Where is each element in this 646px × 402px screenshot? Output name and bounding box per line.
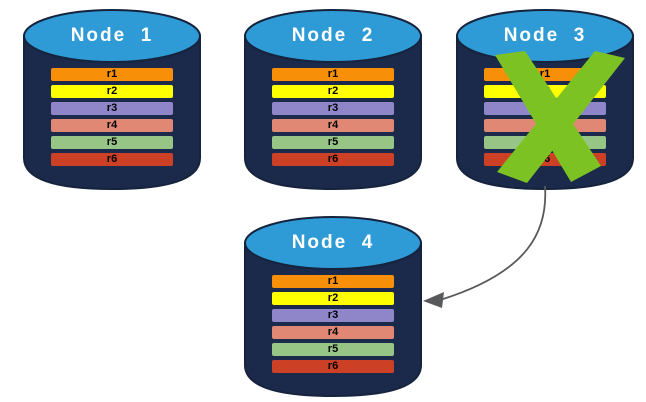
row-item[interactable]: r2 <box>51 85 173 98</box>
row-item[interactable]: r5 <box>484 136 606 149</box>
row-label: r6 <box>327 360 339 372</box>
row-item[interactable]: r4 <box>51 119 173 132</box>
node3-to-node4-arrow-head <box>423 292 444 308</box>
row-label: r4 <box>327 119 339 131</box>
row-list-1: r1 r2 r3 r4 r5 r6 <box>51 68 173 166</box>
row-item[interactable]: r1 <box>272 68 394 81</box>
row-item[interactable]: r1 <box>51 68 173 81</box>
row-label: r6 <box>106 153 118 165</box>
row-item[interactable]: r1 <box>272 275 394 288</box>
row-item[interactable]: r3 <box>484 102 606 115</box>
row-item[interactable]: r4 <box>272 326 394 339</box>
row-label: r1 <box>327 68 339 80</box>
row-label: r3 <box>106 102 118 114</box>
row-item[interactable]: r6 <box>484 153 606 166</box>
row-item[interactable]: r4 <box>272 119 394 132</box>
row-item[interactable]: r5 <box>51 136 173 149</box>
row-label: r6 <box>539 153 551 165</box>
row-item[interactable]: r2 <box>272 292 394 305</box>
row-item[interactable]: r4 <box>484 119 606 132</box>
node-cylinder-2[interactable]: Node 2 r1 r2 r3 r4 r5 r6 <box>243 6 423 191</box>
row-label: r4 <box>106 119 118 131</box>
row-label: r5 <box>327 136 339 148</box>
row-item[interactable]: r5 <box>272 136 394 149</box>
row-label: r2 <box>539 85 551 97</box>
row-list-3: r1 r2 r3 r4 r5 r6 <box>484 68 606 166</box>
row-label: r5 <box>539 136 551 148</box>
row-label: r3 <box>327 309 339 321</box>
row-label: r1 <box>539 68 551 80</box>
node-cylinder-1[interactable]: Node 1 r1 r2 r3 r4 r5 r6 <box>22 6 202 191</box>
row-label: r1 <box>327 275 339 287</box>
row-label: r2 <box>327 292 339 304</box>
row-label: r5 <box>327 343 339 355</box>
row-label: r4 <box>327 326 339 338</box>
row-label: r3 <box>539 102 551 114</box>
node-cylinder-4[interactable]: Node 4 r1 r2 r3 r4 r5 r6 <box>243 213 423 398</box>
row-item[interactable]: r3 <box>51 102 173 115</box>
row-item[interactable]: r1 <box>484 68 606 81</box>
row-item[interactable]: r2 <box>272 85 394 98</box>
row-item[interactable]: r6 <box>272 153 394 166</box>
row-item[interactable]: r5 <box>272 343 394 356</box>
row-label: r2 <box>327 85 339 97</box>
row-item[interactable]: r2 <box>484 85 606 98</box>
row-label: r1 <box>106 68 118 80</box>
row-label: r4 <box>539 119 551 131</box>
row-item[interactable]: r6 <box>51 153 173 166</box>
node3-to-node4-arrow-line <box>439 185 547 301</box>
row-list-4: r1 r2 r3 r4 r5 r6 <box>272 275 394 373</box>
row-list-2: r1 r2 r3 r4 r5 r6 <box>272 68 394 166</box>
row-label: r3 <box>327 102 339 114</box>
row-item[interactable]: r3 <box>272 309 394 322</box>
row-item[interactable]: r6 <box>272 360 394 373</box>
node-cylinder-3[interactable]: Node 3 r1 r2 r3 r4 r5 r6 <box>455 6 635 191</box>
row-label: r5 <box>106 136 118 148</box>
row-item[interactable]: r3 <box>272 102 394 115</box>
row-label: r6 <box>327 153 339 165</box>
row-label: r2 <box>106 85 118 97</box>
